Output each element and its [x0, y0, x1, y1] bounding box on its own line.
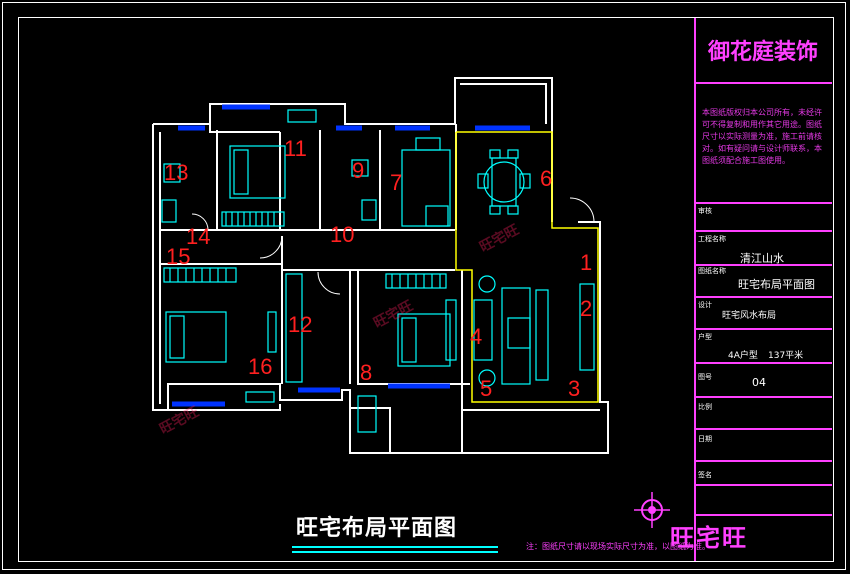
walls — [152, 77, 609, 454]
type-label: 户型 — [698, 333, 712, 341]
compass-icon — [634, 492, 670, 528]
room-number-8: 8 — [360, 360, 372, 385]
divider — [694, 202, 832, 204]
divider — [694, 396, 832, 398]
divider — [694, 230, 832, 232]
room-number-3: 3 — [568, 376, 580, 401]
room-number-1: 1 — [580, 250, 592, 275]
divider — [694, 82, 832, 84]
signature-label: 签名 — [698, 471, 712, 479]
divider — [694, 460, 832, 462]
furniture — [161, 109, 595, 433]
room-number-2: 2 — [580, 296, 592, 321]
project-value: 清江山水 — [740, 252, 784, 265]
room-number-10: 10 — [330, 222, 354, 247]
inner-frame — [18, 17, 834, 562]
divider — [694, 484, 832, 486]
windows — [172, 104, 530, 407]
room-number-14: 14 — [186, 224, 210, 249]
number-label: 图号 — [698, 373, 712, 381]
drawing-notes: 本图纸版权归本公司所有，未经许可不得复制和用作其它用途。图纸尺寸以实际测量为准，… — [702, 108, 822, 165]
balcony-lines — [455, 131, 599, 403]
divider — [694, 296, 832, 298]
room-number-15: 15 — [166, 244, 190, 269]
room-number-16: 16 — [248, 354, 272, 379]
project-label: 工程名称 — [698, 235, 726, 243]
bottom-note: 注：图纸尺寸请以现场实际尺寸为准，以图纸为准。 — [526, 542, 710, 551]
room-number-7: 7 — [390, 170, 402, 195]
divider — [694, 264, 832, 266]
room-number-12: 12 — [288, 312, 312, 337]
room-number-6: 6 — [540, 166, 552, 191]
room-number-13: 13 — [164, 160, 188, 185]
drawing-title: 旺宅布局平面图 — [296, 516, 458, 541]
doors — [191, 197, 595, 295]
title-underline — [292, 546, 498, 553]
divider — [694, 362, 832, 364]
divider — [694, 328, 832, 330]
room-number-4: 4 — [470, 324, 482, 349]
check-label: 审核 — [698, 207, 712, 215]
brand-logo: 旺宅旺 — [670, 524, 748, 552]
drawing-name-label: 图纸名称 — [698, 267, 726, 275]
area-value: 137平米 — [768, 351, 804, 361]
room-number-11: 11 — [284, 136, 307, 161]
company-name: 御花庭装饰 — [707, 40, 818, 65]
divider — [694, 514, 832, 516]
room-number-9: 9 — [352, 158, 364, 183]
scale-label: 比例 — [698, 403, 712, 411]
number-value: 04 — [752, 376, 766, 389]
title-block — [694, 18, 832, 561]
room-numbers: 1 2 3 4 5 6 7 8 9 10 11 12 13 14 15 16 — [164, 136, 592, 401]
design-value: 旺宅风水布局 — [722, 311, 777, 321]
date-label: 日期 — [698, 435, 712, 443]
divider — [694, 428, 832, 430]
design-label: 设计 — [698, 301, 712, 309]
room-number-5: 5 — [480, 376, 492, 401]
drawing-name-value: 旺宅布局平面图 — [738, 278, 815, 291]
type-value: 4A户型 — [728, 351, 758, 361]
